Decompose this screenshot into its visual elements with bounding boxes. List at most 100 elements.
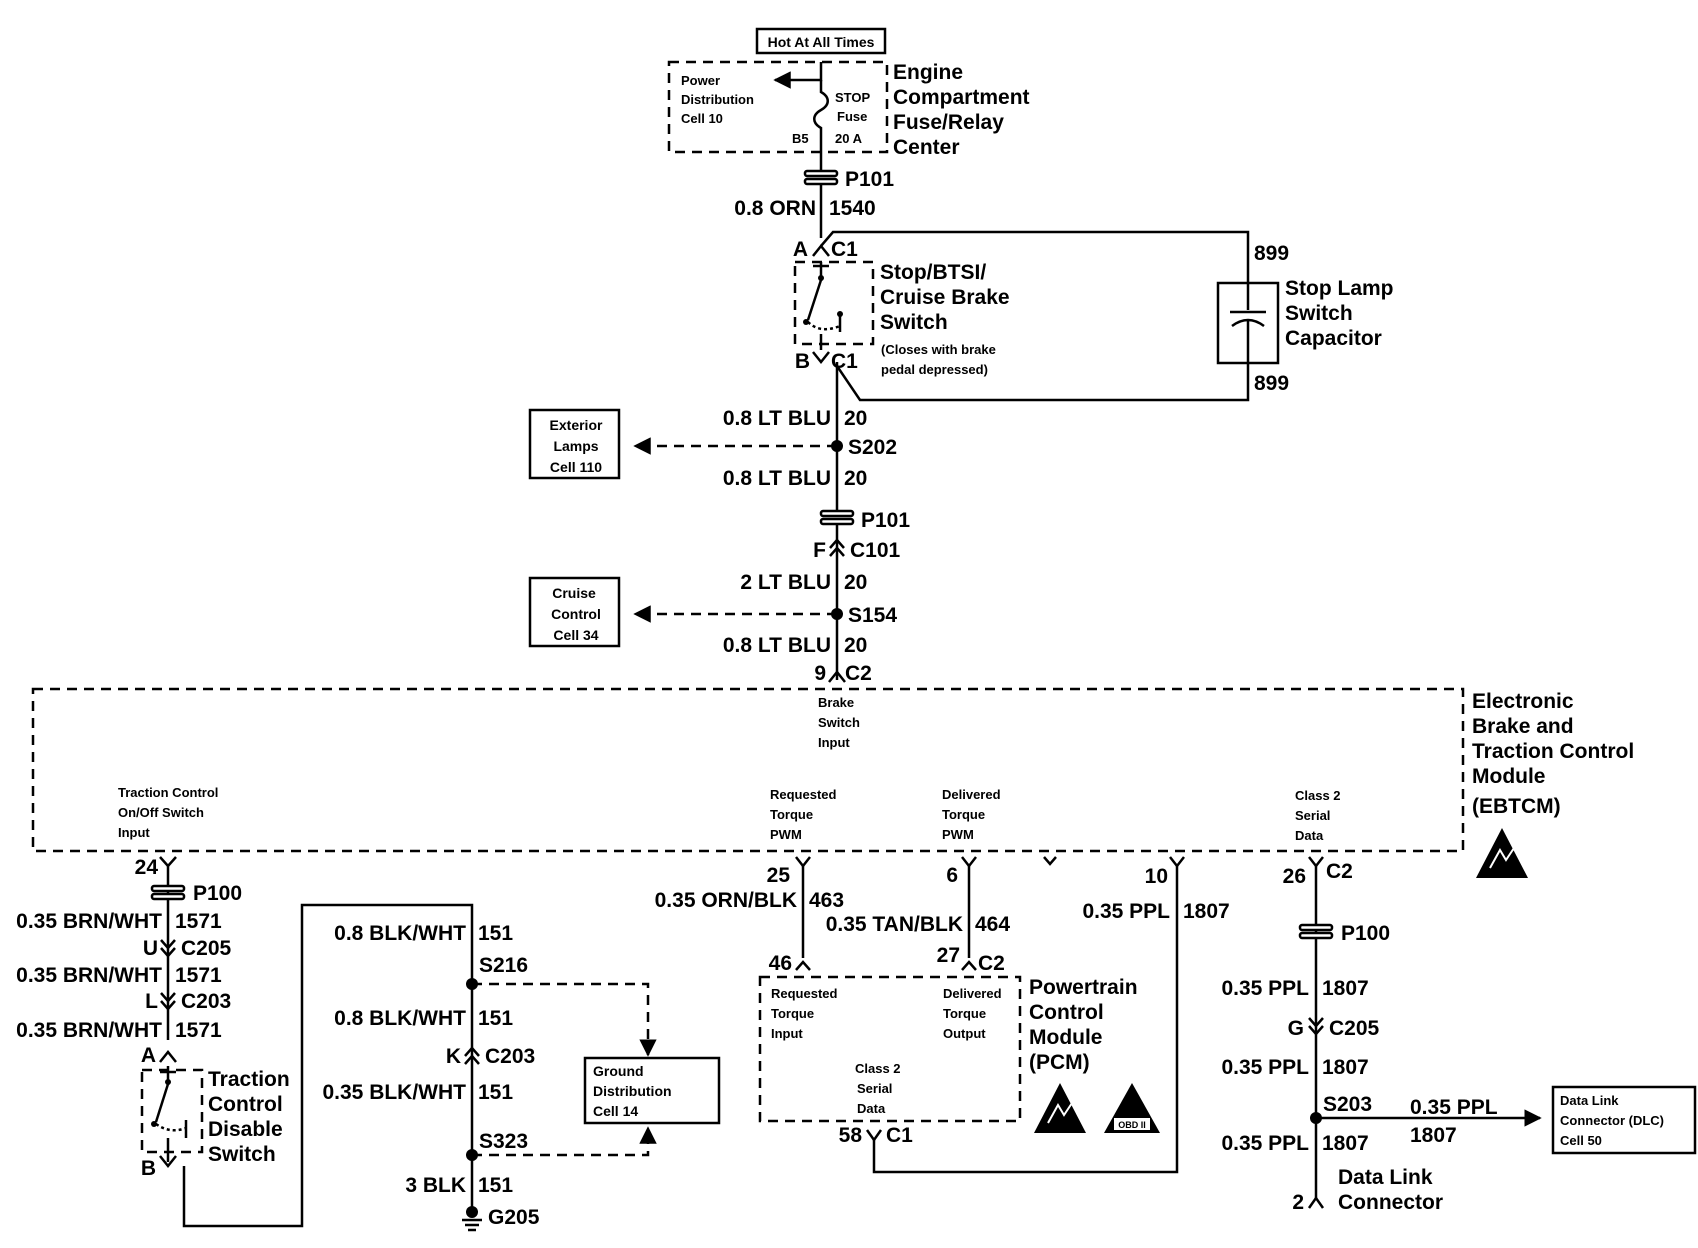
s154-label: S154 xyxy=(848,604,897,627)
wire-1807-pcm xyxy=(872,866,1179,1174)
pcm-del-torque-output-label: Delivered Torque Output xyxy=(943,986,1002,1041)
pin10-label: 10 xyxy=(1145,865,1168,888)
wire-151-a-circuit: 151 xyxy=(478,922,513,945)
svg-text:Cruise: Cruise xyxy=(552,585,596,601)
svg-text:Cruise Brake: Cruise Brake xyxy=(880,286,1010,309)
svg-text:Distribution: Distribution xyxy=(681,92,754,107)
c1-b-pin: B xyxy=(795,350,810,373)
pin46-connector xyxy=(795,960,811,971)
wire-151-c-gauge: 0.35 BLK/WHT xyxy=(322,1081,466,1104)
svg-text:Cell 50: Cell 50 xyxy=(1560,1133,1602,1148)
svg-text:Requested: Requested xyxy=(770,787,837,802)
pin27-connector xyxy=(961,960,977,971)
esd-warning-icon xyxy=(1476,828,1528,878)
wire-1540-gauge: 0.8 ORN xyxy=(734,197,816,220)
c205-right-pin: G xyxy=(1288,1017,1304,1040)
wire-151-b-gauge: 0.8 BLK/WHT xyxy=(334,1007,466,1030)
dlc-ref-label: Data Link Connector (DLC) Cell 50 xyxy=(1560,1093,1664,1148)
tcs-switch-label: Traction Control Disable Switch xyxy=(208,1068,290,1166)
svg-text:Module: Module xyxy=(1029,1026,1103,1049)
p100-left-label: P100 xyxy=(193,882,242,905)
p101-mid-symbol xyxy=(819,509,855,526)
svg-text:(EBTCM): (EBTCM) xyxy=(1472,795,1561,818)
svg-text:Input: Input xyxy=(118,825,150,840)
svg-text:On/Off Switch: On/Off Switch xyxy=(118,805,204,820)
c1-a-label: C1 xyxy=(831,238,858,261)
wire-20-d-gauge: 0.8 LT BLU xyxy=(723,634,831,657)
svg-text:Data: Data xyxy=(1295,828,1324,843)
wire-463-circuit: 463 xyxy=(809,889,844,912)
svg-text:Class 2: Class 2 xyxy=(1295,788,1341,803)
cruise-control-ref-box[interactable] xyxy=(528,576,621,648)
wire-20-a-circuit: 20 xyxy=(844,407,867,430)
brake-switch-input-label: Brake Switch Input xyxy=(818,695,860,750)
c205-left-label: C205 xyxy=(181,937,232,960)
svg-text:Traction Control: Traction Control xyxy=(118,785,218,800)
class2-serial-data-label: Class 2 Serial Data xyxy=(1295,788,1341,843)
wire-20-c-gauge: 2 LT BLU xyxy=(740,571,831,594)
pin10-connector xyxy=(1169,856,1185,869)
svg-text:Brake: Brake xyxy=(818,695,854,710)
svg-text:Torque: Torque xyxy=(942,807,985,822)
ground-dist-ref-box[interactable] xyxy=(583,1056,721,1125)
pin6-label: 6 xyxy=(946,864,958,887)
g205-label: G205 xyxy=(488,1206,540,1229)
c2-label: C2 xyxy=(845,662,872,685)
pin27-label: 27 xyxy=(937,944,960,967)
svg-text:Control: Control xyxy=(551,606,601,622)
dlc-ref-box[interactable] xyxy=(1551,1085,1697,1155)
p101-top-symbol xyxy=(803,169,839,186)
power-distribution-arrow xyxy=(773,62,823,89)
wire-1540-circuit: 1540 xyxy=(829,197,876,220)
svg-text:Input: Input xyxy=(818,735,850,750)
svg-text:Data Link: Data Link xyxy=(1338,1166,1433,1189)
svg-text:pedal depressed): pedal depressed) xyxy=(881,362,988,377)
ebtcm-box xyxy=(31,687,1465,853)
svg-text:Torque: Torque xyxy=(771,1006,814,1021)
tcs-a-pin: A xyxy=(141,1044,156,1067)
c1-a-connector-symbol xyxy=(812,243,830,257)
wire-899-top-label: 899 xyxy=(1254,242,1289,265)
svg-text:Output: Output xyxy=(943,1026,986,1041)
pin26-connector xyxy=(1308,856,1324,869)
wire-1807-c-gauge: 0.35 PPL xyxy=(1221,1132,1309,1155)
exterior-lamps-ref-box[interactable] xyxy=(528,408,621,480)
wire-1571-a-gauge: 0.35 BRN/WHT xyxy=(16,910,162,933)
s202-label: S202 xyxy=(848,436,897,459)
svg-text:Delivered: Delivered xyxy=(942,787,1001,802)
wire-20-b-circuit: 20 xyxy=(844,467,867,490)
svg-text:(PCM): (PCM) xyxy=(1029,1051,1090,1074)
c1-a-pin: A xyxy=(793,238,808,261)
cruise-control-ref-label: Cruise Control Cell 34 xyxy=(551,585,601,643)
wire-899-bottom-label: 899 xyxy=(1254,372,1289,395)
svg-text:Traction: Traction xyxy=(208,1068,290,1091)
svg-text:Distribution: Distribution xyxy=(593,1083,672,1099)
ground-dist-ref-label: Ground Distribution Cell 14 xyxy=(593,1063,672,1119)
svg-text:Serial: Serial xyxy=(857,1081,892,1096)
c2-pin: 9 xyxy=(814,662,826,685)
ground-g205-icon xyxy=(462,1206,482,1232)
wire-151-d-circuit: 151 xyxy=(478,1174,513,1197)
svg-text:Fuse: Fuse xyxy=(837,109,867,124)
c205-left-pin: U xyxy=(143,937,158,960)
fuse-center-label: Engine Compartment Fuse/Relay Center xyxy=(893,61,1030,159)
pcm-class2-label: Class 2 Serial Data xyxy=(855,1061,901,1116)
svg-text:OBD II: OBD II xyxy=(1118,1120,1146,1130)
svg-text:Electronic: Electronic xyxy=(1472,690,1574,713)
svg-text:Class 2: Class 2 xyxy=(855,1061,901,1076)
c2-pcm-label: C2 xyxy=(978,952,1005,975)
wire-1807-dlc-circuit: 1807 xyxy=(1410,1124,1457,1147)
svg-text:Control: Control xyxy=(1029,1001,1104,1024)
pcm-c1-label: C1 xyxy=(886,1124,913,1147)
svg-text:Stop/BTSI/: Stop/BTSI/ xyxy=(880,261,986,284)
wire-1807-a-gauge: 0.35 PPL xyxy=(1221,977,1309,1000)
wire-151-c-circuit: 151 xyxy=(478,1081,513,1104)
wire-20-c-circuit: 20 xyxy=(844,571,867,594)
svg-text:Input: Input xyxy=(771,1026,803,1041)
s216-label: S216 xyxy=(479,954,528,977)
tcs-b-pin: B xyxy=(141,1157,156,1180)
c1-b-connector-symbol xyxy=(812,351,830,365)
svg-text:PWM: PWM xyxy=(770,827,802,842)
c203-mid-pin: K xyxy=(446,1045,461,1068)
